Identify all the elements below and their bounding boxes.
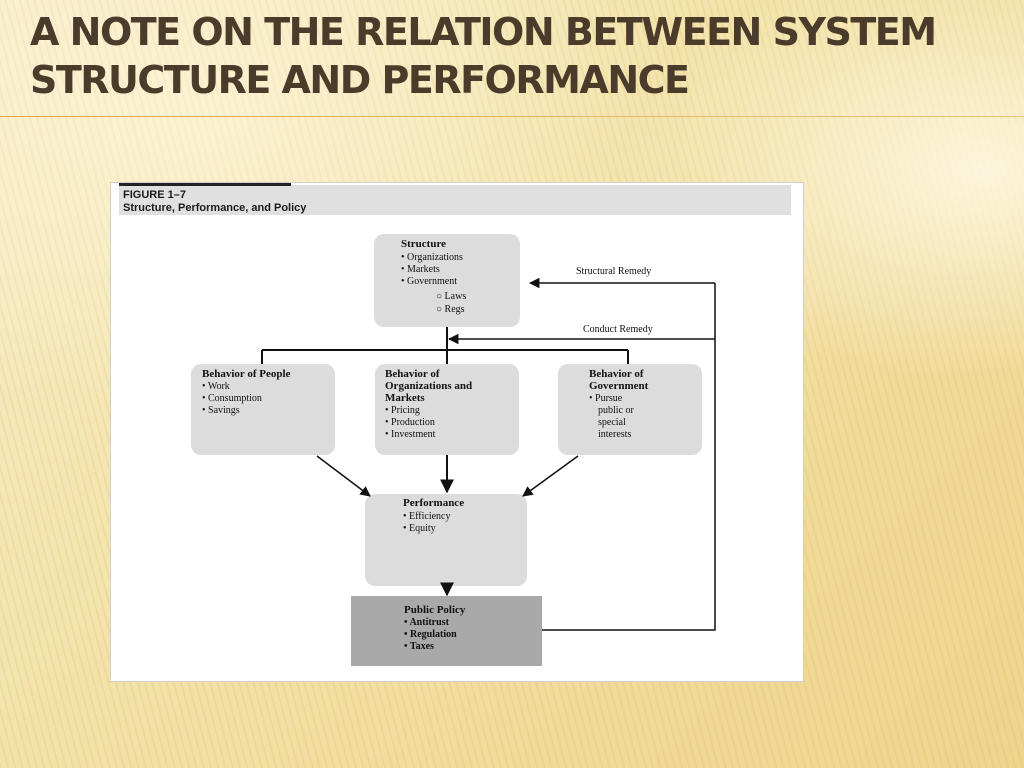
behavior-orgs-item-investment: • Investment: [385, 429, 436, 440]
behavior-orgs-title-line-3: Markets: [385, 392, 425, 404]
structure-performance-diagram: FIGURE 1–7 Structure, Performance, and P…: [119, 183, 791, 666]
behavior-orgs-title-line-1: Behavior of: [385, 368, 440, 380]
structure-item-government: • Government: [401, 276, 457, 287]
title-underline: [0, 116, 1024, 117]
figure-header-accent: [119, 183, 291, 186]
behavior-people-item-work: • Work: [202, 381, 230, 392]
structural-remedy-label: Structural Remedy: [576, 266, 651, 277]
behavior-orgs-item-production: • Production: [385, 417, 435, 428]
structure-box: [374, 234, 520, 327]
figure-frame: FIGURE 1–7 Structure, Performance, and P…: [110, 182, 804, 682]
structure-item-organizations: • Organizations: [401, 252, 463, 263]
behavior-orgs-box: [375, 364, 519, 455]
public-policy-title: Public Policy: [404, 604, 466, 616]
conduct-remedy-label: Conduct Remedy: [583, 324, 653, 335]
behavior-people-box: [191, 364, 335, 455]
behavior-gov-item-line-1: • Pursue: [589, 393, 623, 404]
public-policy-item-taxes: • Taxes: [404, 641, 434, 652]
behavior-orgs-item-pricing: • Pricing: [385, 405, 420, 416]
performance-item-equity: • Equity: [403, 523, 436, 534]
behavior-orgs-title-line-2: Organizations and: [385, 380, 472, 392]
structure-subitem-laws: ○ Laws: [436, 291, 466, 302]
behavior-gov-title-line-2: Government: [589, 380, 649, 392]
public-policy-item-antitrust: • Antitrust: [404, 617, 450, 628]
figure-number: FIGURE 1–7: [123, 189, 186, 201]
behavior-gov-box: [558, 364, 702, 455]
structure-subitem-regs: ○ Regs: [436, 304, 465, 315]
behavior-gov-item-line-3: special: [598, 417, 626, 428]
behavior-people-item-savings: • Savings: [202, 405, 240, 416]
figure-caption: Structure, Performance, and Policy: [123, 202, 307, 214]
public-policy-item-regulation: • Regulation: [404, 629, 457, 640]
public-policy-box: [351, 596, 542, 666]
behavior-gov-item-line-4: interests: [598, 429, 631, 440]
behavior-gov-title-line-1: Behavior of: [589, 368, 644, 380]
people-to-performance-arrow: [316, 455, 371, 497]
behavior-gov-item-line-2: public or: [598, 405, 634, 416]
behavior-people-title: Behavior of People: [202, 368, 291, 380]
performance-item-efficiency: • Efficiency: [403, 511, 450, 522]
structure-title: Structure: [401, 238, 446, 250]
policy-feedback-line: [542, 283, 716, 631]
slide-title: A NOTE ON THE RELATION BETWEEN SYSTEM ST…: [30, 10, 937, 102]
gov-to-performance-arrow: [522, 455, 579, 497]
structure-item-markets: • Markets: [401, 264, 440, 275]
performance-title: Performance: [403, 497, 464, 509]
figure-header-band: [119, 185, 791, 215]
performance-box: [365, 494, 527, 586]
behavior-people-item-consumption: • Consumption: [202, 393, 262, 404]
